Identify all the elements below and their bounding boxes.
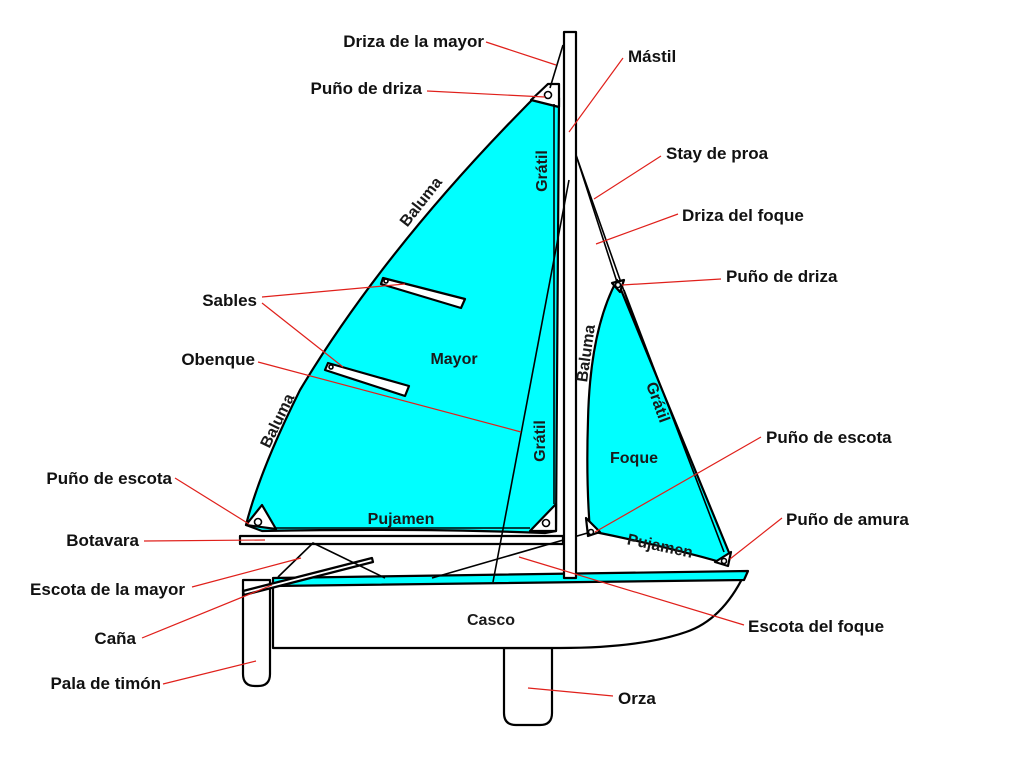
batten-upper-pocket	[383, 278, 389, 284]
leader-stay-proa	[593, 155, 662, 200]
label-driza-mayor: Driza de la mayor	[343, 32, 484, 51]
label-orza: Orza	[618, 689, 656, 708]
sail-label-gratil-mayor-low: Grátil	[532, 420, 549, 462]
jib-head-grommet	[614, 281, 622, 289]
batten-lower	[323, 361, 411, 398]
hull-label-casco: Casco	[467, 612, 515, 629]
label-puno-driza-foque: Puño de driza	[726, 267, 838, 286]
main-head-grommet	[543, 90, 553, 100]
jib-sail	[586, 278, 732, 565]
boom	[238, 534, 565, 546]
leader-escota-foque	[518, 556, 745, 626]
label-mastil: Mástil	[628, 47, 676, 66]
tiller	[241, 556, 375, 597]
rudder-blade	[241, 578, 272, 688]
main-tack-grommet	[541, 518, 551, 528]
jib-luff-tape	[623, 289, 725, 553]
label-puno-escota-mayor: Puño de escota	[46, 469, 172, 488]
leader-puno-driza-mayor	[426, 90, 546, 98]
leader-pala-timon	[162, 660, 257, 685]
main-sail	[244, 82, 561, 535]
label-escota-foque: Escota del foque	[748, 617, 884, 636]
label-cana: Caña	[94, 629, 136, 648]
hull	[271, 573, 746, 650]
centreboard	[502, 646, 554, 727]
label-puno-driza-mayor: Puño de driza	[311, 79, 423, 98]
leader-puno-amura	[729, 517, 783, 560]
label-puno-escota-foque: Puño de escota	[766, 428, 892, 447]
leader-orza	[527, 687, 614, 697]
leader-obenque	[257, 361, 522, 433]
leader-botavara	[143, 539, 266, 542]
jib-clew-grommet	[587, 528, 595, 536]
label-pala-timon: Pala de timón	[50, 674, 161, 693]
leader-escota-mayor	[191, 557, 302, 588]
leader-sables-1	[261, 283, 406, 298]
label-stay-proa: Stay de proa	[666, 144, 769, 163]
label-driza-foque: Driza del foque	[682, 206, 804, 225]
leader-cana	[141, 584, 273, 639]
label-botavara: Botavara	[66, 531, 139, 550]
leader-sables-2	[261, 302, 344, 368]
mast	[562, 30, 578, 580]
leader-puno-driza-foque	[621, 278, 722, 286]
label-escota-mayor: Escota de la mayor	[30, 580, 185, 599]
label-obenque: Obenque	[181, 350, 255, 369]
label-sables: Sables	[202, 291, 257, 310]
sail-label-gratil-mayor-top: Grátil	[534, 150, 551, 192]
main-clew-patch	[244, 503, 278, 531]
label-puno-amura: Puño de amura	[786, 510, 909, 529]
jib-tack-grommet	[720, 557, 728, 565]
main-sheet	[277, 542, 386, 579]
leader-mastil	[568, 57, 624, 133]
batten-lower-pocket	[328, 364, 334, 370]
sail-label-pujamen-mayor: Pujamen	[368, 511, 435, 528]
leader-driza-mayor	[485, 41, 557, 66]
jib-halyard-line	[575, 154, 618, 283]
leader-puno-escota-foque	[594, 436, 762, 533]
main-halyard-line	[549, 44, 564, 89]
main-clew-grommet	[253, 517, 263, 527]
shroud	[492, 179, 570, 583]
sail-label-mayor: Mayor	[430, 351, 477, 368]
leader-driza-foque	[595, 213, 679, 245]
sail-label-foque: Foque	[610, 450, 658, 467]
leader-puno-escota-mayor	[174, 477, 250, 525]
batten-upper	[379, 276, 467, 310]
